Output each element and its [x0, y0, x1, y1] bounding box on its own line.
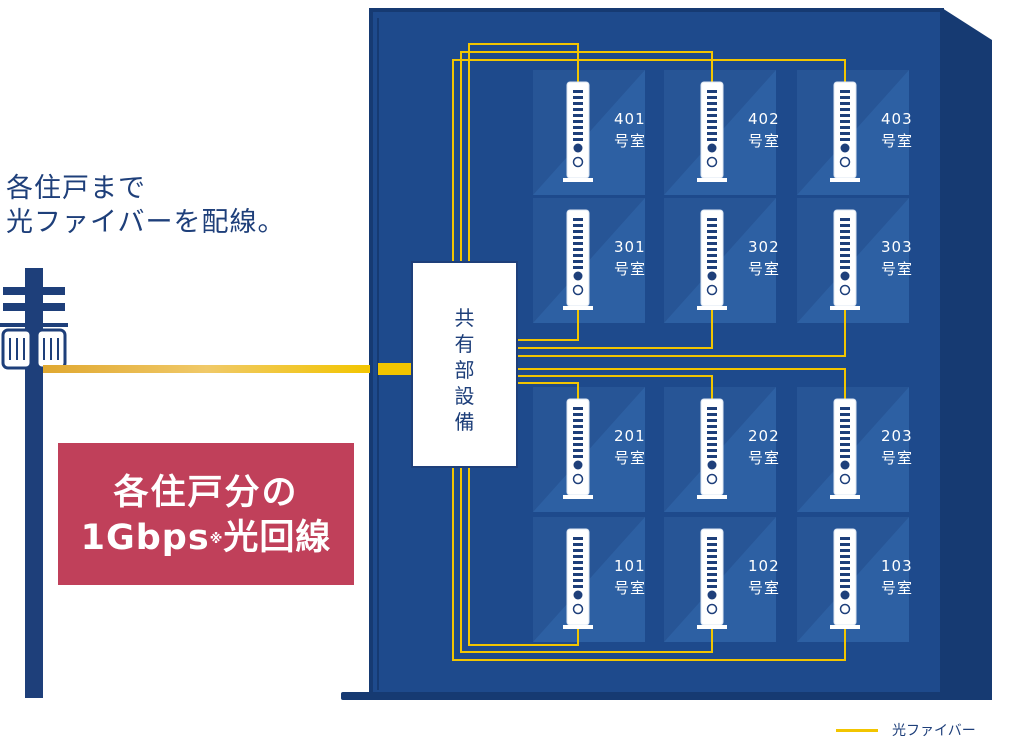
fiber-line-301 — [518, 310, 579, 341]
caption-line-1: 各住戸まで — [6, 173, 146, 204]
fiber-line-203 — [518, 368, 846, 399]
room-suffix: 号室 — [614, 260, 647, 278]
utility-pole — [0, 268, 68, 698]
shared-equipment-label: 共有部設備 — [454, 306, 475, 434]
promo-line-2-rest: 光回線 — [223, 518, 332, 558]
building-base — [341, 692, 992, 700]
promo-line-1: 各住戸分の — [113, 473, 299, 513]
fiber-line-103 — [452, 468, 846, 661]
room-suffix: 号室 — [748, 579, 781, 597]
room-suffix: 号室 — [614, 449, 647, 467]
room-label-301: 301 号室 — [614, 236, 646, 280]
room-number: 401 — [614, 110, 646, 128]
onu-device-icon — [697, 81, 727, 182]
room-label-102: 102 号室 — [748, 555, 780, 599]
room-suffix: 号室 — [748, 449, 781, 467]
room-suffix: 号室 — [614, 132, 647, 150]
room-suffix: 号室 — [614, 579, 647, 597]
room-label-401: 401 号室 — [614, 108, 646, 152]
room-label-202: 202 号室 — [748, 425, 780, 469]
onu-device-icon — [563, 209, 593, 310]
room-suffix: 号室 — [748, 132, 781, 150]
room-number: 201 — [614, 427, 646, 445]
onu-device-icon — [563, 528, 593, 629]
onu-device-icon — [830, 528, 860, 629]
room-suffix: 号室 — [881, 579, 914, 597]
room-suffix: 号室 — [881, 260, 914, 278]
fiber-line-402 — [460, 51, 713, 262]
promo-speed: 1Gbps — [80, 518, 210, 558]
room-label-101: 101 号室 — [614, 555, 646, 599]
promo-footnote-mark: ※ — [209, 532, 224, 547]
shared-equipment-box: 共有部設備 — [411, 261, 518, 468]
room-suffix: 号室 — [881, 132, 914, 150]
room-suffix: 号室 — [748, 260, 781, 278]
room-number: 102 — [748, 557, 780, 575]
fiber-line-302 — [518, 310, 713, 349]
fiber-line-401 — [468, 43, 579, 262]
room-label-103: 103 号室 — [881, 555, 913, 599]
promo-banner: 各住戸分の 1Gbps※光回線 — [58, 443, 354, 585]
onu-device-icon — [697, 209, 727, 310]
room-number: 403 — [881, 110, 913, 128]
fiber-line-202 — [518, 375, 713, 399]
pole-transformer-left — [1, 328, 33, 370]
main-fiber-line — [43, 365, 370, 373]
room-number: 301 — [614, 238, 646, 256]
room-label-201: 201 号室 — [614, 425, 646, 469]
legend: 光ファイバー — [836, 720, 976, 740]
building-side — [942, 8, 992, 700]
fiber-line-102 — [460, 468, 713, 653]
onu-device-icon — [697, 528, 727, 629]
room-number: 402 — [748, 110, 780, 128]
onu-device-icon — [563, 81, 593, 182]
room-number: 101 — [614, 557, 646, 575]
fiber-line-303 — [518, 310, 846, 357]
onu-device-icon — [830, 81, 860, 182]
room-suffix: 号室 — [881, 449, 914, 467]
onu-device-icon — [563, 398, 593, 499]
onu-device-icon — [830, 209, 860, 310]
room-number: 303 — [881, 238, 913, 256]
caption-line-2: 光ファイバーを配線。 — [6, 207, 286, 238]
fiber-line-101 — [468, 468, 579, 646]
fiber-line-403 — [452, 59, 846, 262]
room-label-203: 203 号室 — [881, 425, 913, 469]
promo-line-2: 1Gbps※光回線 — [58, 515, 354, 561]
room-label-402: 402 号室 — [748, 108, 780, 152]
fiber-line-201 — [518, 382, 579, 399]
caption: 各住戸まで 光ファイバーを配線。 — [6, 172, 346, 240]
room-label-303: 303 号室 — [881, 236, 913, 280]
onu-device-icon — [697, 398, 727, 499]
legend-fiber-swatch — [836, 728, 878, 732]
room-number: 202 — [748, 427, 780, 445]
room-number: 103 — [881, 557, 913, 575]
room-number: 302 — [748, 238, 780, 256]
onu-device-icon — [830, 398, 860, 499]
pole-transformer-right — [35, 328, 67, 370]
room-label-403: 403 号室 — [881, 108, 913, 152]
fiber-entry-connector — [378, 363, 411, 375]
room-number: 203 — [881, 427, 913, 445]
room-label-302: 302 号室 — [748, 236, 780, 280]
legend-fiber-label: 光ファイバー — [892, 723, 976, 739]
